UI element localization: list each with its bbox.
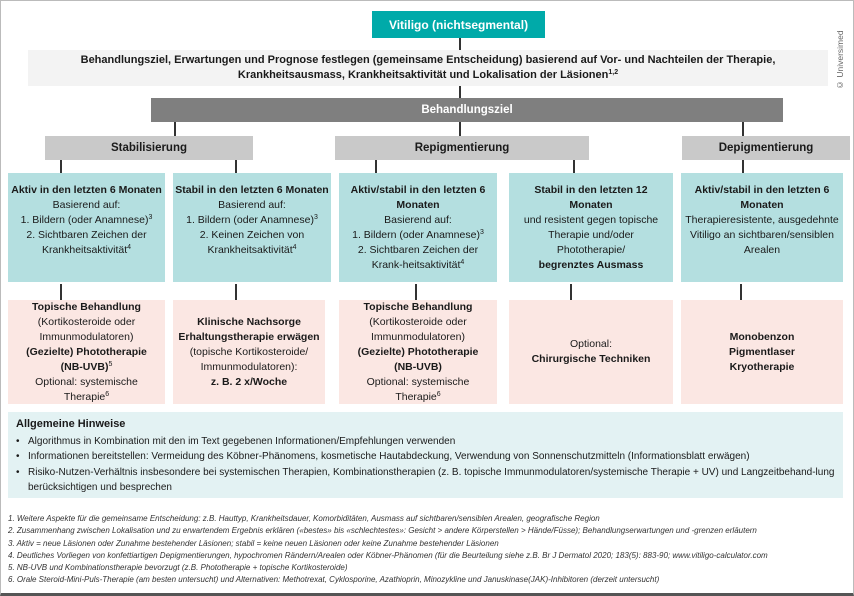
condition-text: Basierend auf: <box>384 214 452 226</box>
condition-box: Aktiv/stabil in den letzten 6 Monaten Ba… <box>339 173 497 282</box>
title-box: Vitiligo (nichtsegmental) <box>372 11 545 38</box>
condition-text: Basierend auf: <box>218 199 286 211</box>
note-item: Algorithmus in Kombination mit den im Te… <box>16 434 835 450</box>
footnotes: 1. Weitere Aspekte für die gemeinsame En… <box>8 513 843 587</box>
condition-text: begrenztes Ausmass <box>538 259 644 271</box>
goal-box: Behandlungsziel, Erwartungen und Prognos… <box>28 50 828 86</box>
footnote-ref: 3 <box>479 229 484 236</box>
category-depigmentierung: Depigmentierung <box>682 136 850 160</box>
therapy-text: Topische Behandlung <box>363 300 473 313</box>
connector <box>570 284 572 300</box>
therapy-text: Topische Behandlung <box>32 300 141 313</box>
footnote: 5. NB-UVB und Kombinationstherapie bevor… <box>8 563 348 573</box>
therapy-text: (topische Kortikosteroide/ Immunmodulato… <box>189 345 309 373</box>
footnote-ref: 5 <box>108 360 113 368</box>
connector <box>415 284 417 300</box>
goal-text: Behandlungsziel, Erwartungen und Prognos… <box>80 54 776 81</box>
footnote: 6. Orale Steroid-Mini-Puls-Therapie (am … <box>8 575 660 585</box>
condition-text: 1. Bildern (oder Anamnese) <box>20 214 149 226</box>
therapy-text: (Kortikosteroide oder Immunmodulatoren) <box>369 315 467 343</box>
therapy-text: z. B. 2 x/Woche <box>210 375 288 388</box>
connector <box>573 160 575 173</box>
general-notes: Allgemeine Hinweise Algorithmus in Kombi… <box>8 412 843 498</box>
condition-text: 2. Sichtbaren Zeichen der Krank-heitsakt… <box>357 244 479 271</box>
connector <box>235 160 237 173</box>
footnote: 2. Zusammenhang zwischen Lokalisation un… <box>8 526 757 536</box>
connector <box>459 38 461 50</box>
therapy-box: Topische Behandlung (Kortikosteroide ode… <box>8 300 165 404</box>
therapy-text: (Gezielte) Phototherapie (NB-UVB) <box>357 345 479 373</box>
footnote-ref: 4 <box>460 259 465 266</box>
footnote-ref: 4 <box>127 244 132 251</box>
condition-box: Aktiv in den letzten 6 Monaten Basierend… <box>8 173 165 282</box>
copyright: © Universimed <box>835 30 845 90</box>
condition-head: Stabil in den letzten 6 Monaten <box>175 184 329 196</box>
footnote-ref: 6 <box>105 390 110 398</box>
footnote-ref: 4 <box>292 244 297 251</box>
footnote: 1. Weitere Aspekte für die gemeinsame En… <box>8 514 600 523</box>
connector <box>459 86 461 98</box>
footnote: 3. Aktiv = neue Läsionen oder Zunahme be… <box>8 538 499 548</box>
footnote-ref: 3 <box>313 214 318 221</box>
category-stabilisierung: Stabilisierung <box>45 136 253 160</box>
connector <box>60 284 62 300</box>
therapy-text: Kryotherapie <box>729 360 795 373</box>
condition-head: Aktiv/stabil in den letzten 6 Monaten <box>350 184 486 211</box>
therapy-text: (Gezielte) Phototherapie (NB-UVB) <box>26 345 147 373</box>
connector <box>740 284 742 300</box>
therapy-box: Monobenzon Pigmentlaser Kryotherapie <box>681 300 843 404</box>
condition-head: Stabil in den letzten 12 Monaten <box>534 184 648 211</box>
connector <box>235 284 237 300</box>
condition-text: 2. Sichtbaren Zeichen der Krankheitsakti… <box>26 229 147 256</box>
condition-text: 1. Bildern (oder Anamnese) <box>186 214 314 226</box>
condition-head: Aktiv/stabil in den letzten 6 Monaten <box>694 184 830 211</box>
condition-text: und resistent gegen topische Therapie un… <box>523 214 659 256</box>
footnote-ref: 1,2 <box>608 69 619 76</box>
therapy-box: Optional: Chirurgische Techniken <box>509 300 673 404</box>
therapy-box: Topische Behandlung (Kortikosteroide ode… <box>339 300 497 404</box>
condition-box: Stabil in den letzten 6 Monaten Basieren… <box>173 173 331 282</box>
category-repigmentierung: Repigmentierung <box>335 136 589 160</box>
connector <box>174 122 176 136</box>
condition-text: Basierend auf: <box>52 199 121 211</box>
therapy-text: Optional: systemische Therapie <box>35 375 138 403</box>
condition-box: Stabil in den letzten 12 Monaten und res… <box>509 173 673 282</box>
condition-text: 1. Bildern (oder Anamnese) <box>352 229 480 241</box>
connector <box>742 122 744 136</box>
condition-text: 2. Keinen Zeichen von Krankheitsaktivitä… <box>199 229 305 256</box>
condition-box: Aktiv/stabil in den letzten 6 Monaten Th… <box>681 173 843 282</box>
footnote-ref: 3 <box>148 214 153 221</box>
condition-head: Aktiv in den letzten 6 Monaten <box>11 184 162 196</box>
note-item: Informationen bereitstellen: Vermeidung … <box>16 449 835 465</box>
therapy-text: Pigmentlaser <box>729 345 795 358</box>
therapy-text: Monobenzon <box>729 330 795 343</box>
condition-text: Therapieresistente, ausgedehnte Vitiligo… <box>685 214 839 256</box>
therapy-text: Klinische Nachsorge Erhaltungstherapie e… <box>178 315 320 343</box>
therapy-text: (Kortikosteroide oder Immunmodulatoren) <box>37 315 136 343</box>
connector <box>375 160 377 173</box>
behandlungsziel-bar: Behandlungsziel <box>151 98 783 122</box>
connector <box>459 122 461 136</box>
note-item: Risiko-Nutzen-Verhältnis insbesondere be… <box>16 465 835 496</box>
connector <box>60 160 62 173</box>
connector <box>742 160 744 173</box>
notes-title: Allgemeine Hinweise <box>16 418 126 430</box>
footnote-ref: 6 <box>436 390 441 398</box>
therapy-text: Chirurgische Techniken <box>531 353 651 365</box>
footnote: 4. Deutliches Vorliegen von konfettiarti… <box>8 550 768 560</box>
therapy-text: Optional: systemische Therapie <box>366 375 470 403</box>
therapy-text: Optional: <box>569 338 613 350</box>
therapy-box: Klinische Nachsorge Erhaltungstherapie e… <box>173 300 325 404</box>
